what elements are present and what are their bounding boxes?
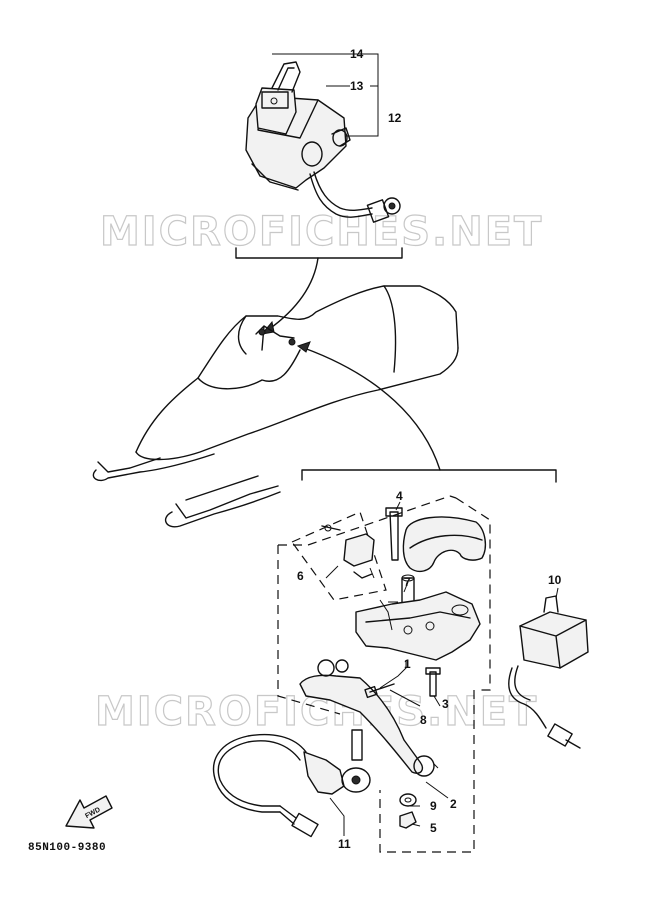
callout-5: 5 [430,821,437,835]
callout-13: 13 [350,79,364,93]
callout-4: 4 [396,489,403,503]
snowmobile-outline [92,285,459,528]
sensor-switch-part-10 [508,595,589,749]
switch-box-assembly [245,61,401,223]
callout-3: 3 [442,697,449,711]
callout-12: 12 [388,111,402,125]
callout-2: 2 [450,797,457,811]
fwd-arrow: FWD [65,795,113,829]
group-bracket-top [235,247,403,259]
throttle-sensor-part-11 [212,733,371,838]
callout-11: 11 [338,837,351,851]
group-bracket-bottom [301,469,557,483]
callout-6: 6 [297,569,304,583]
diagram-part-number: 85N100-9380 [28,842,107,854]
callout-10: 10 [548,573,562,587]
callout-1: 1 [404,657,411,671]
callout-14: 14 [350,47,364,61]
callout-9: 9 [430,799,437,813]
lever-bracket-assembly [299,507,487,829]
callout-7: 7 [404,575,411,589]
callout-8: 8 [420,713,427,727]
watermark-top: MICROFICHES.NET [100,209,543,255]
